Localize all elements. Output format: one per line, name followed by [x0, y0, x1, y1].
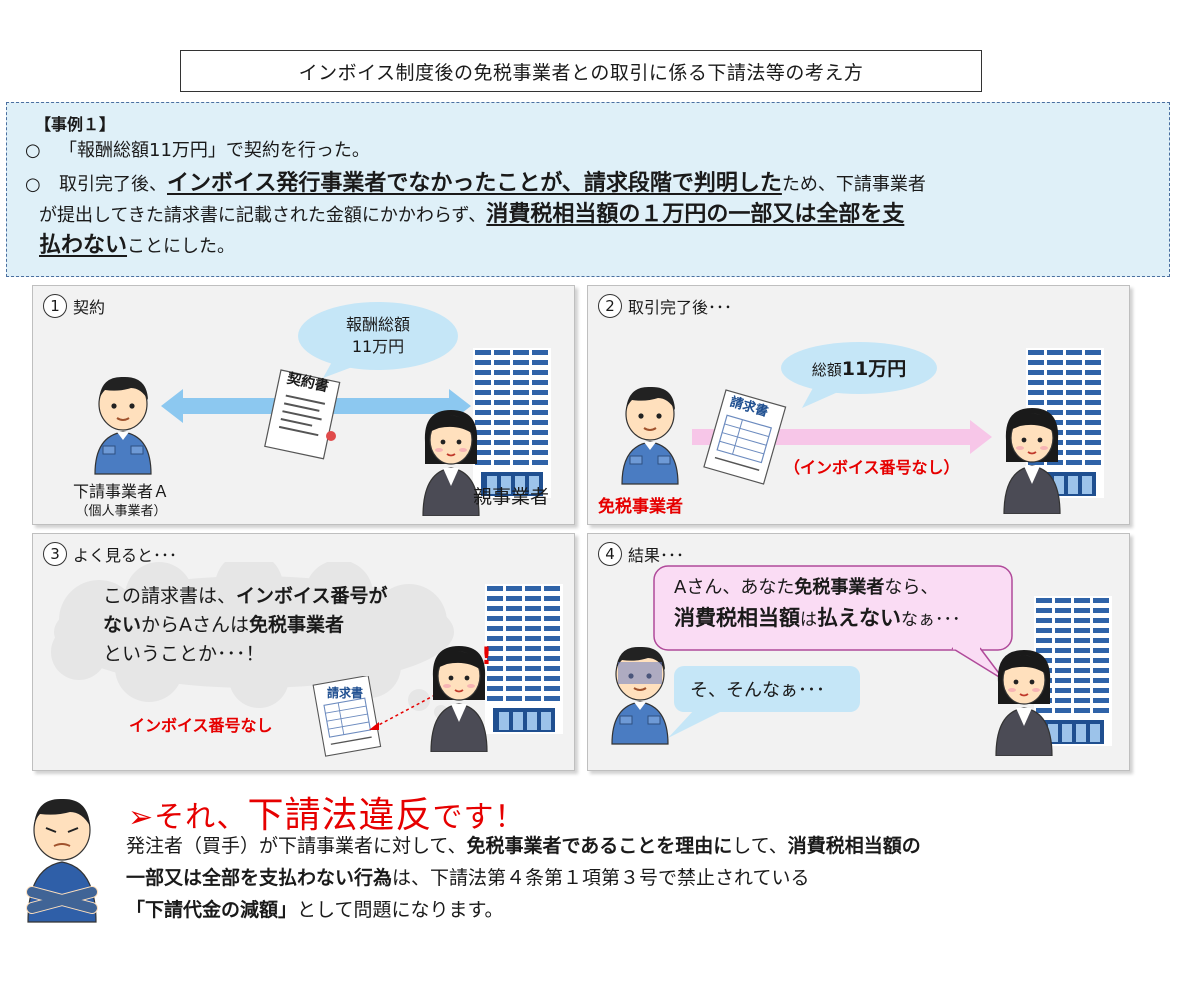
speech-1a: Aさん、あなた: [674, 577, 795, 598]
explain-bold-1: 免税事業者であることを理由に: [466, 835, 733, 857]
speech-2d: なぁ･･･: [901, 610, 961, 630]
case-point-2-e: ことにした。: [127, 236, 236, 257]
case-point-2-d: が提出してきた請求書に記載された金額にかかわらず、: [39, 205, 487, 226]
panel-title-text: 契約: [73, 298, 106, 317]
bubble-line-2: 11万円: [351, 337, 405, 356]
panel-contract: 1 契約 報酬総額 11万円 契約書 下請事業者Ａ （個人事業者） 親事業者: [32, 285, 575, 525]
explain-bold-2: 消費税相当額の: [787, 835, 921, 857]
bullet-mark: ○: [25, 174, 41, 195]
thought-2a: ない: [103, 614, 142, 636]
thought-line-3: ということか･･･！: [103, 643, 265, 665]
subcontractor-sublabel: （個人事業者）: [75, 504, 167, 519]
panel-title: 3 よく見ると･･･: [43, 542, 177, 566]
case-point-2-emphasis-2: 消費税相当額の１万円の一部又は全部を支: [486, 202, 905, 227]
contract-document-icon: [263, 369, 341, 460]
explain-2: して、: [732, 835, 788, 857]
building-icon: [473, 348, 551, 498]
verdict-heading: ➢それ、下請法違反です！: [128, 786, 525, 838]
subcontractor-label: 下請事業者Ａ: [72, 482, 169, 501]
case-point-1: ○ 「報酬総額11万円」で契約を行った。: [25, 136, 1155, 162]
panel-number: 4: [598, 542, 622, 566]
panel-title: 1 契約: [43, 294, 105, 318]
speech-bubble-subcontractor: [668, 666, 860, 738]
explain-bold-3: 一部又は全部を支払わない行為: [126, 867, 393, 889]
case-point-2-line3: 払わないことにした。: [25, 231, 1155, 262]
parent-company-label: 親事業者: [473, 486, 550, 508]
exclamation-mark: !: [481, 642, 492, 670]
no-invoice-number-note: インボイス番号なし: [129, 716, 273, 735]
panel-title: 2 取引完了後･･･: [598, 294, 732, 318]
verdict-a: それ、: [154, 800, 248, 835]
case-point-2-c: ため、下請事業者: [781, 174, 926, 195]
panel-result: 4 結果･･･ Aさん、あなた免税事業者なら、 消費税相当額は払えないなぁ･･･…: [587, 533, 1130, 771]
no-invoice-number-note: （インボイス番号なし）: [784, 458, 960, 477]
explain-4: として問題になります。: [297, 899, 504, 921]
invoice-label: 請求書: [327, 686, 364, 700]
bubble-text: 総額11万円: [774, 354, 944, 381]
thought-line-1: この請求書は、インボイス番号が: [103, 582, 483, 611]
thought-1a: この請求書は、: [103, 585, 237, 607]
speech-1c: なら、: [884, 577, 939, 598]
explain-3: は、下請法第４条第１項第３号で禁止されている: [392, 867, 810, 889]
case-point-2-a: 取引完了後、: [59, 174, 167, 195]
case-point-2-emphasis: インボイス発行事業者でなかったことが、請求段階で判明した: [167, 171, 782, 196]
worried-subcontractor-icon: [611, 645, 669, 745]
speech-2a: 消費税相当額: [674, 606, 800, 630]
thought-line-2: ないからAさんは免税事業者: [103, 611, 483, 640]
page-title-text: インボイス制度後の免税事業者との取引に係る下請法等の考え方: [298, 61, 864, 84]
speech-text-parent: Aさん、あなた免税事業者なら、 消費税相当額は払えないなぁ･･･: [674, 574, 1014, 636]
speech-bubble-parent: [653, 565, 1013, 681]
building-icon: [485, 584, 563, 734]
subcontractor-person-icon: [94, 375, 152, 475]
reply-text: そ、そんなぁ･･･: [690, 680, 825, 701]
case-point-2-emphasis-3: 払わない: [39, 233, 128, 258]
explain-bold-4: 「下請代金の減額」: [126, 899, 298, 921]
speech-bubble: [298, 302, 458, 378]
panel-number: 3: [43, 542, 67, 566]
panel-title-text: 結果･･･: [628, 546, 685, 565]
parent-company-person-icon: [995, 649, 1053, 756]
panel-number: 1: [43, 294, 67, 318]
case-description: 【事例１】 ○ 「報酬総額11万円」で契約を行った。 ○ 取引完了後、インボイス発行…: [6, 102, 1170, 277]
crossed-arms-man-icon: [26, 798, 98, 923]
page-title: インボイス制度後の免税事業者との取引に係る下請法等の考え方: [180, 50, 982, 92]
tax-exempt-label: 免税事業者: [598, 497, 683, 517]
panel-after-transaction: 2 取引完了後･･･ 総額11万円 請求書 （インボイス番号なし） 免税事業者: [587, 285, 1130, 525]
case-point-1-text: 「報酬総額11万円」で契約を行った。: [59, 140, 370, 161]
panel-title-text: よく見ると･･･: [73, 546, 178, 565]
verdict-b: 下請法違反: [247, 795, 433, 836]
verdict-arrow-icon: ➢: [128, 800, 155, 835]
case-heading: 【事例１】: [35, 115, 116, 134]
one-way-arrow: [692, 420, 992, 454]
verdict-explanation: 発注者（買手）が下請事業者に対して、免税事業者であることを理由にして、消費税相当…: [126, 830, 1166, 926]
bubble-text: 報酬総額 11万円: [293, 314, 463, 358]
speech-line-2: 消費税相当額は払えないなぁ･･･: [674, 602, 1014, 636]
thought-1b: インボイス番号が: [236, 585, 388, 607]
bubble-line-1: 報酬総額: [345, 315, 410, 334]
tax-exempt-business-person-icon: [621, 385, 679, 485]
verdict-c: です！: [432, 800, 526, 835]
panel-number: 2: [598, 294, 622, 318]
case-point-2-line2: が提出してきた請求書に記載された金額にかかわらず、消費税相当額の１万円の一部又は…: [25, 200, 1155, 231]
bubble-text-a: 総額: [811, 361, 842, 379]
speech-2b: は: [800, 610, 817, 630]
speech-2c: 払えない: [817, 606, 901, 630]
parent-company-person-icon: [1003, 407, 1061, 514]
thought-2c: 免税事業者: [249, 614, 345, 636]
bubble-text-b: 11万円: [841, 358, 907, 380]
bullet-mark: ○: [25, 140, 41, 161]
case-point-2: ○ 取引完了後、インボイス発行事業者でなかったことが、請求段階で判明したため、下請…: [25, 169, 1155, 262]
explain-1: 発注者（買手）が下請事業者に対して、: [126, 835, 467, 857]
panel-title-text: 取引完了後･･･: [628, 298, 733, 317]
speech-1b: 免税事業者: [794, 577, 885, 598]
speech-line-1: Aさん、あなた免税事業者なら、: [674, 574, 1014, 602]
thought-cloud: [51, 562, 461, 722]
dotted-pointer: [369, 677, 468, 730]
panel-title: 4 結果･･･: [598, 542, 684, 566]
thought-text: この請求書は、インボイス番号が ないからAさんは免税事業者 ということか･･･！: [103, 582, 483, 669]
panel-close-look: 3 よく見ると･･･ この請求書は、インボイス番号が ないからAさんは免税事業者…: [32, 533, 575, 771]
speech-bubble: [781, 342, 937, 408]
thought-2b: からAさんは: [141, 614, 250, 636]
